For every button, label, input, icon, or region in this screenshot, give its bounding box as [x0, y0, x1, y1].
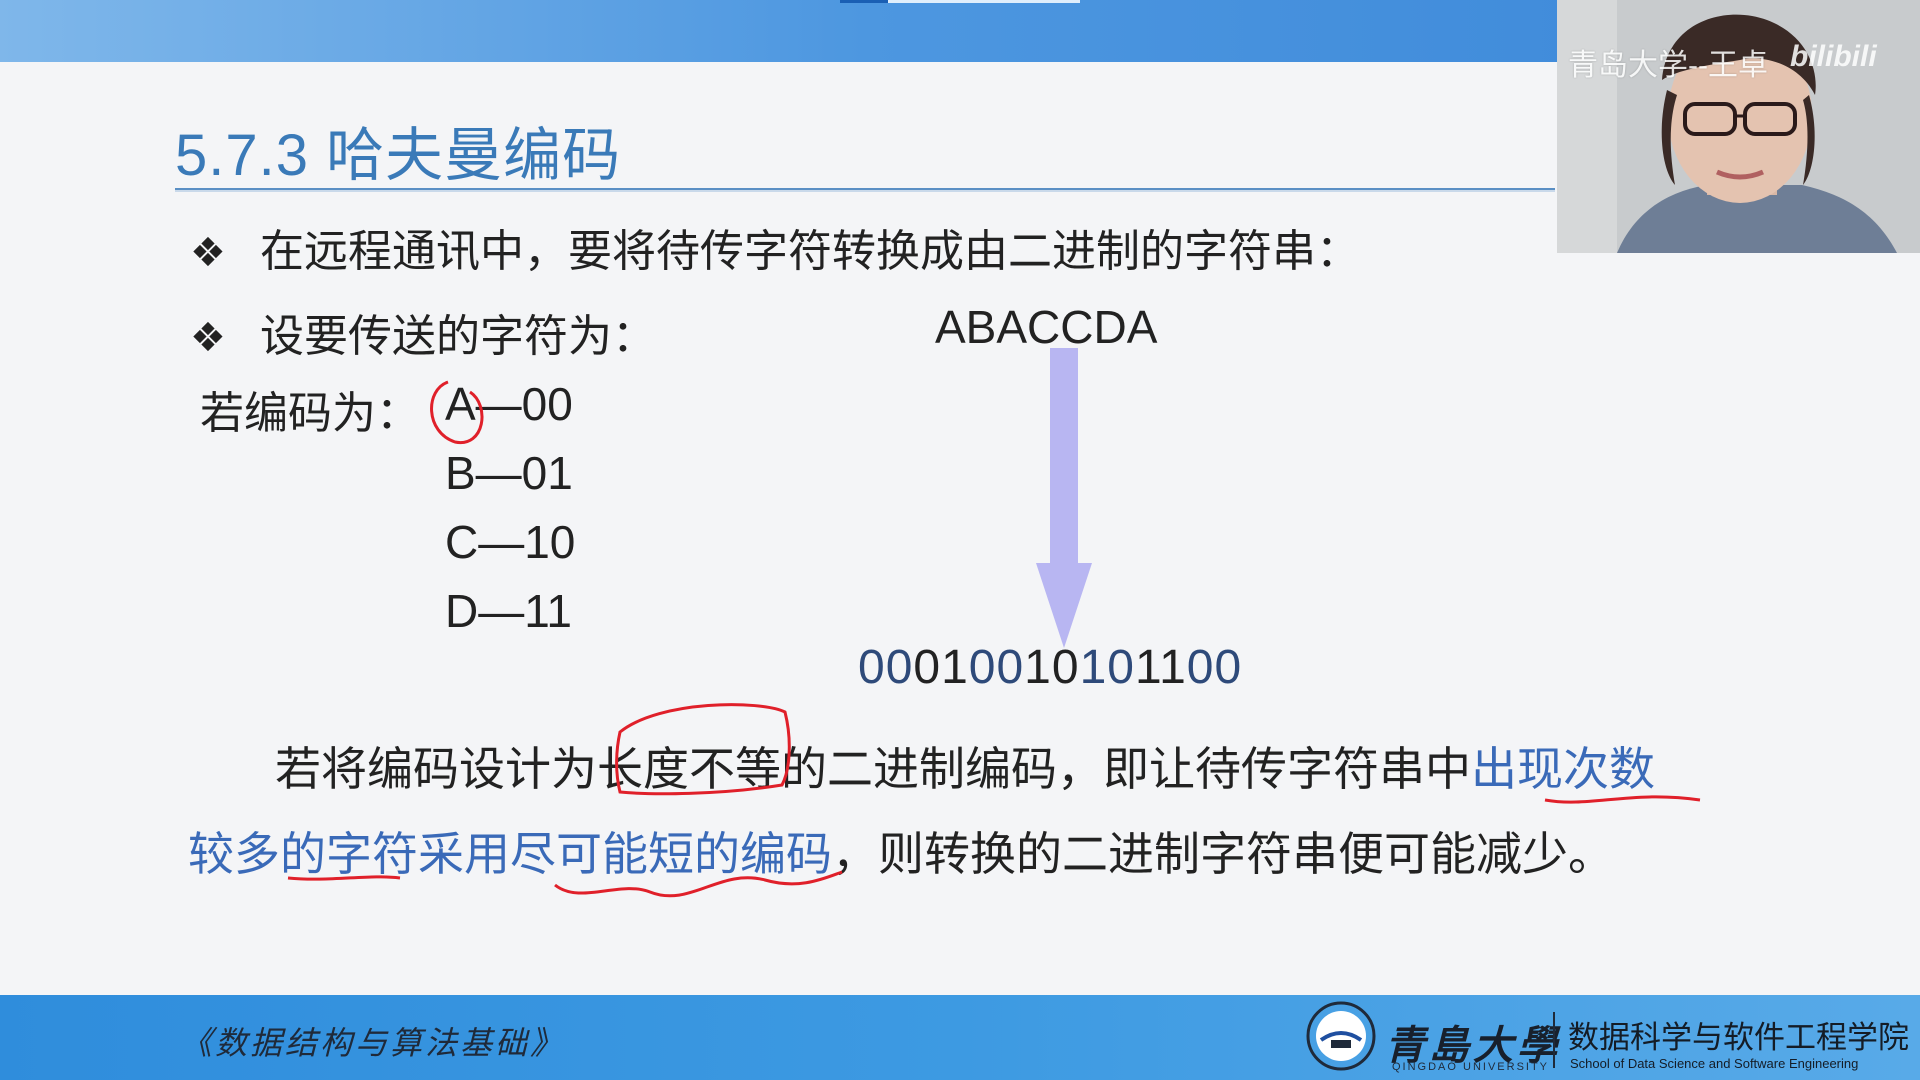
paragraph-line-1: 若将编码设计为长度不等的二进制编码，即让待传字符串中出现次数 — [275, 733, 1655, 799]
slide-title: 5.7.3 哈夫曼编码 — [175, 123, 622, 188]
school-name: 数据科学与软件工程学院 — [1568, 1020, 1909, 1055]
binary-segment: 01 — [913, 641, 969, 694]
paragraph-text: ，则转换的二进制字符串便可能减少。 — [832, 828, 1614, 880]
paragraph-line-2: 较多的字符采用尽可能短的编码，则转换的二进制字符串便可能减少。 — [188, 818, 1614, 884]
watermark-text: 青岛大学--王卓 — [1568, 49, 1768, 82]
school-name-en: School of Data Science and Software Engi… — [1570, 1056, 1859, 1071]
down-arrow-icon — [1036, 348, 1092, 648]
footer-divider — [1553, 1012, 1555, 1068]
binary-segment: 10 — [1079, 641, 1135, 694]
webcam-overlay — [1557, 0, 1920, 253]
progress-mark — [840, 0, 1080, 3]
title-underline — [175, 188, 1555, 192]
bullet-2-text: 设要传送的字符为： — [260, 312, 656, 361]
binary-segment: 00 — [858, 641, 914, 694]
binary-segment: 10 — [1024, 641, 1080, 694]
message-string: ABACCDA — [935, 301, 1158, 353]
paragraph-text: 若将编码设计为长度不等的二进制编码，即让待传字符串中 — [275, 743, 1471, 795]
university-seal-icon — [1306, 1001, 1376, 1071]
presenter-video-icon — [1557, 0, 1920, 253]
binary-string: 00010010101100 — [858, 640, 1242, 695]
book-title: 《数据结构与算法基础》 — [180, 1024, 566, 1062]
code-c: C—10 — [445, 516, 576, 568]
bullet-1-text: 在远程通讯中，要将待传字符转换成由二进制的字符串： — [260, 227, 1360, 276]
encoding-label: 若编码为： — [200, 389, 420, 438]
bullet-2: ❖ 设要传送的字符为： — [190, 300, 656, 364]
progress-mark-active — [840, 0, 888, 3]
binary-segment: 00 — [1186, 641, 1243, 694]
binary-segment: 00 — [968, 641, 1025, 694]
university-name-en: QINGDAO UNIVERSITY — [1392, 1061, 1550, 1073]
binary-segment: 11 — [1134, 641, 1187, 694]
code-a: A—00 — [445, 378, 573, 430]
bullet-1: ❖ 在远程通讯中，要将待传字符转换成由二进制的字符串： — [190, 215, 1360, 279]
university-name: 青島大學 — [1385, 1022, 1561, 1069]
code-d: D—11 — [445, 585, 572, 637]
code-b: B—01 — [445, 447, 573, 499]
diamond-bullet-icon: ❖ — [190, 231, 226, 275]
paragraph-highlight: 出现次数 — [1471, 743, 1655, 795]
paragraph-highlight: 较多的字符采用尽可能短的编码 — [188, 828, 832, 880]
diamond-bullet-icon: ❖ — [190, 316, 226, 360]
bilibili-logo: bilibili — [1790, 40, 1877, 73]
footer-band — [0, 995, 1920, 1080]
